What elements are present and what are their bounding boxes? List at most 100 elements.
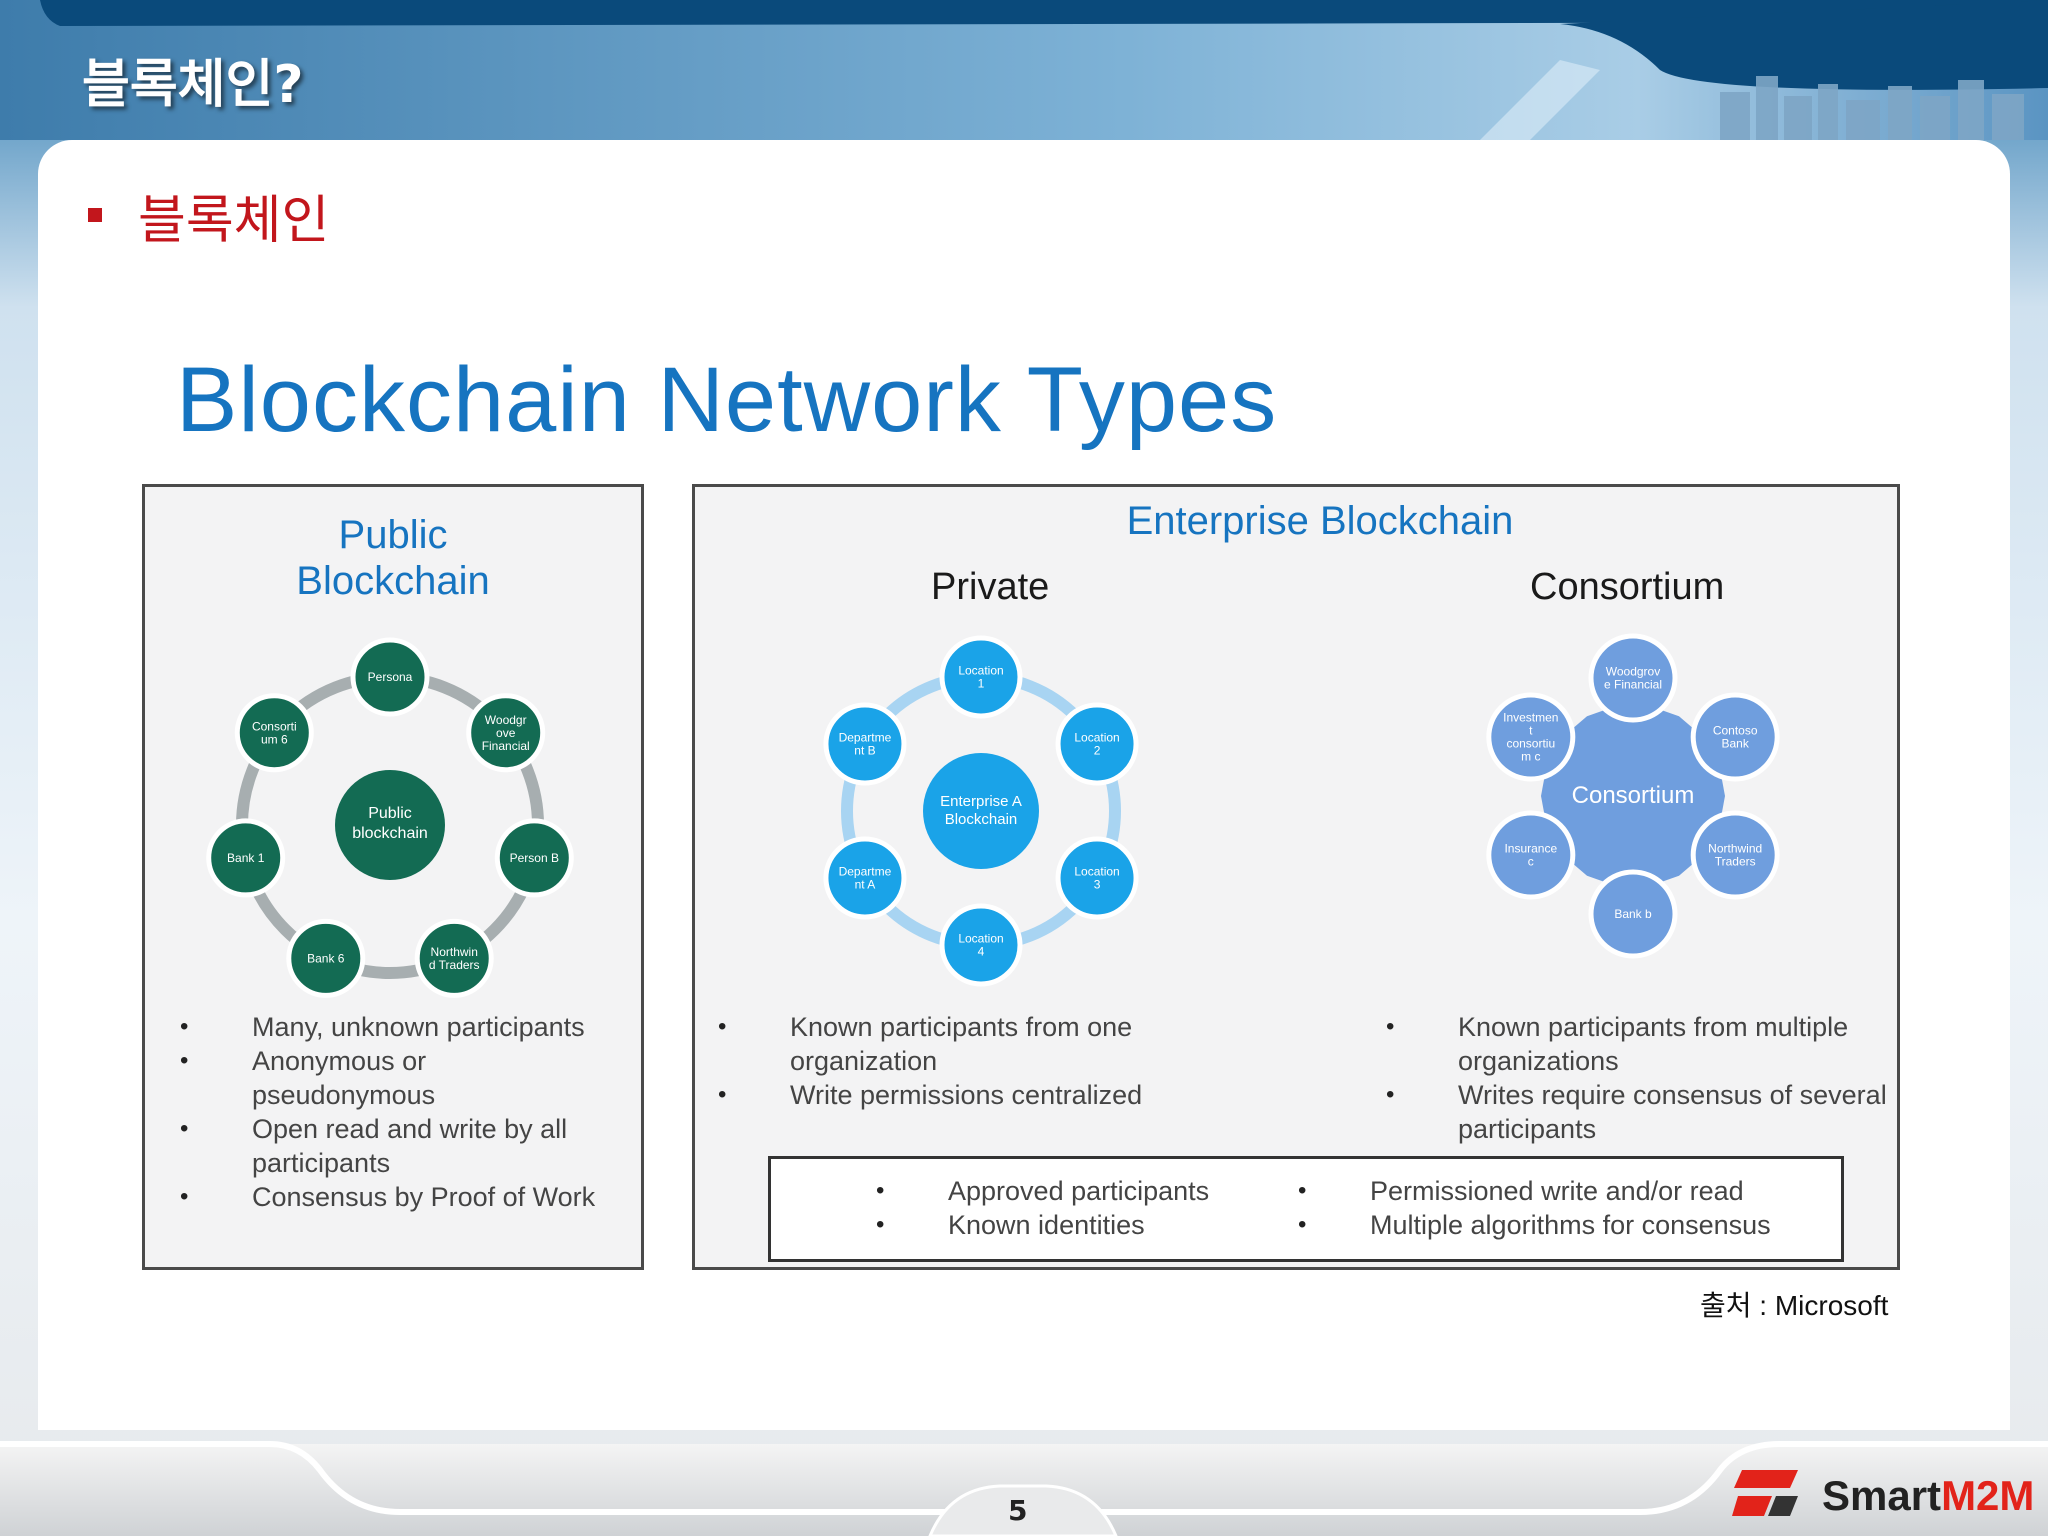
- public-center-node: Public blockchain: [335, 770, 445, 880]
- consortium-bullet: Known participants from multiple organiz…: [1386, 1010, 1896, 1078]
- public-node-label: Northwin: [431, 945, 478, 959]
- public-bullet: Open read and write by all participants: [180, 1112, 610, 1180]
- section-bullet-marker: [88, 208, 102, 222]
- private-title: Private: [931, 566, 1050, 608]
- shared-right-list: Permissioned write and/or read Multiple …: [1298, 1174, 1818, 1242]
- header-banner-art: [0, 0, 2048, 140]
- enterprise-blockchain-title: Enterprise Blockchain: [1126, 499, 1514, 543]
- public-node-label: Bank 1: [227, 851, 265, 865]
- private-node-group: Location1Location2Location3Location4Depa…: [823, 635, 1139, 987]
- public-node: Bank 6: [286, 918, 366, 998]
- public-node-label: Consorti: [252, 719, 297, 733]
- consortium-node-circle: [1690, 810, 1780, 900]
- consortium-node-circle: [1486, 692, 1576, 782]
- private-bullet-list: Known participants from one organization…: [718, 1010, 1188, 1112]
- private-blockchain-diagram: Location1Location2Location3Location4Depa…: [823, 635, 1139, 987]
- private-bullet: Write permissions centralized: [718, 1078, 1188, 1112]
- slide-title: 블록체인?: [82, 55, 304, 115]
- public-center-circle: [335, 770, 445, 880]
- brand-name-part-1: Smart: [1822, 1472, 1942, 1519]
- consortium-node-label: Investmen: [1503, 711, 1558, 725]
- main-title: Blockchain Network Types: [176, 349, 1278, 451]
- public-node-circle: [414, 918, 494, 998]
- consortium-node-circle: [1588, 869, 1678, 959]
- slide-header: 블록체인?: [0, 0, 2048, 140]
- public-blockchain-title: Public Blockchain: [142, 512, 644, 604]
- public-title-line-2: Blockchain: [296, 559, 490, 603]
- private-center-circle: [923, 753, 1039, 869]
- shared-bullet: Permissioned write and/or read: [1298, 1174, 1818, 1208]
- consortium-node-label: Bank b: [1614, 907, 1652, 921]
- public-node: Consortium 6: [234, 693, 314, 773]
- consortium-center-label: Consortium: [1572, 782, 1695, 809]
- public-node-circle: [466, 693, 546, 773]
- consortium-node: Bank b: [1588, 869, 1678, 959]
- private-node-label: 4: [978, 945, 985, 959]
- consortium-node-label: Contoso: [1713, 724, 1758, 738]
- consortium-node-circle: [1588, 633, 1678, 723]
- consortium-node-label: consortiu: [1506, 737, 1555, 751]
- public-title-line-1: Public: [338, 513, 448, 557]
- consortium-node-label: t: [1529, 724, 1533, 738]
- public-node-circle: [234, 693, 314, 773]
- private-node-label: nt B: [854, 744, 875, 758]
- consortium-title: Consortium: [1530, 566, 1725, 608]
- public-bullet: Many, unknown participants: [180, 1010, 610, 1044]
- brand-logo-icon: [1732, 1470, 1798, 1516]
- consortium-node-label: e Financial: [1604, 678, 1662, 692]
- consortium-node-circle: [1486, 810, 1576, 900]
- private-node-label: Departme: [839, 731, 892, 745]
- private-node-label: Location: [958, 932, 1003, 946]
- consortium-node-label: m c: [1521, 750, 1540, 764]
- public-node-label: d Traders: [429, 958, 480, 972]
- shared-bullet: Approved participants: [876, 1174, 1256, 1208]
- private-center-node: Enterprise A Blockchain: [923, 753, 1039, 869]
- public-node-label: Persona: [368, 670, 413, 684]
- private-center-label-1: Enterprise A: [940, 793, 1022, 810]
- public-node: Bank 1: [206, 818, 286, 898]
- source-credit: 출처 : Microsoft: [1700, 1290, 1889, 1321]
- public-node: Persona: [350, 637, 430, 717]
- consortium-node-label: Northwind: [1708, 842, 1762, 856]
- shared-bullet: Multiple algorithms for consensus: [1298, 1208, 1818, 1242]
- page-number: 5: [1008, 1494, 1028, 1527]
- consortium-node-label: c: [1528, 855, 1534, 869]
- slide-footer: [0, 1441, 2048, 1536]
- public-node-label: um 6: [261, 732, 288, 746]
- consortium-bullet-list: Known participants from multiple organiz…: [1386, 1010, 1896, 1146]
- public-node: Northwind Traders: [414, 918, 494, 998]
- consortium-node-circle: [1690, 692, 1780, 782]
- public-node-label: ove: [496, 726, 516, 740]
- private-node-circle: [1055, 836, 1139, 920]
- public-node-label: Financial: [482, 739, 530, 753]
- private-bullet: Known participants from one organization: [718, 1010, 1188, 1078]
- public-center-label-1: Public: [368, 805, 412, 822]
- public-node-circle: [206, 818, 286, 898]
- private-node-label: nt A: [855, 878, 876, 892]
- brand-name-part-2: M2M: [1941, 1472, 2035, 1519]
- private-node-label: Location: [1074, 865, 1119, 879]
- private-node-circle: [1055, 702, 1139, 786]
- public-node-circle: [350, 637, 430, 717]
- public-bullet-list: Many, unknown participants Anonymous or …: [180, 1010, 610, 1214]
- shared-left-list: Approved participants Known identities: [876, 1174, 1256, 1242]
- section-heading: 블록체인: [138, 191, 330, 251]
- public-node: Person B: [494, 818, 574, 898]
- consortium-bullet: Writes require consensus of several part…: [1386, 1078, 1896, 1146]
- private-node-label: Location: [958, 664, 1003, 678]
- private-node-circle: [939, 635, 1023, 719]
- private-node-label: Departme: [839, 865, 892, 879]
